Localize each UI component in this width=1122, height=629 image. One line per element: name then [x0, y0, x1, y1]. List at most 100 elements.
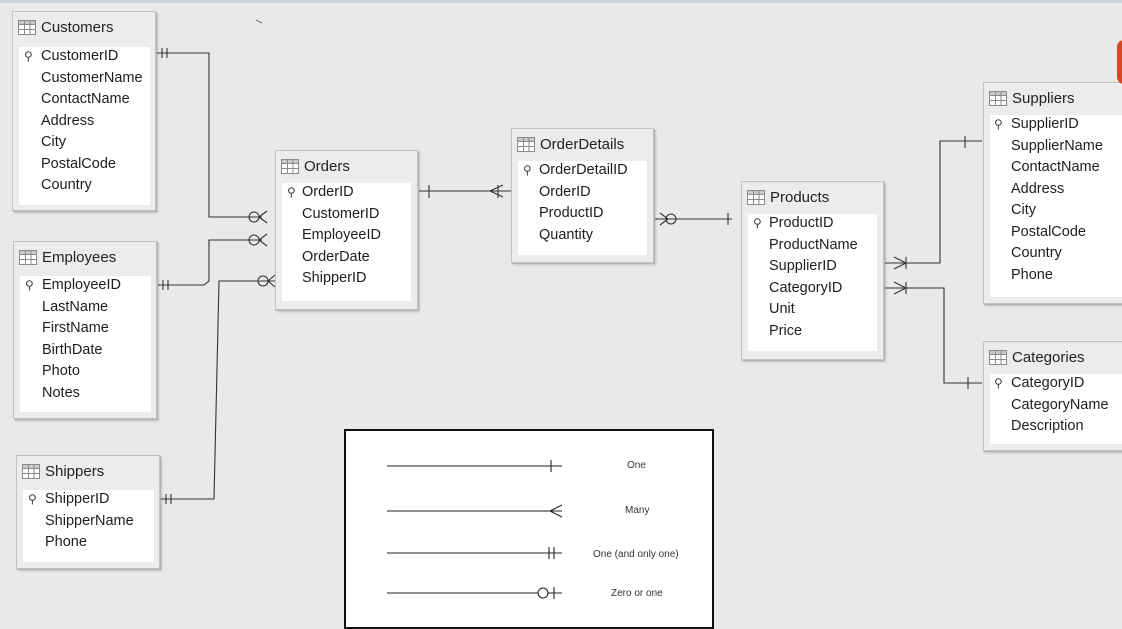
one-symbol	[387, 460, 562, 472]
table-orders[interactable]: Orders ⚲ OrderID CustomerID EmployeeID O…	[275, 150, 418, 310]
legend-label-many: Many	[625, 505, 650, 516]
field-list: ⚲ ShipperID ShipperName Phone	[23, 490, 154, 562]
table-title: Categories	[1012, 348, 1085, 366]
legend-label-zero-or-one: Zero or one	[611, 588, 663, 599]
primary-key-icon: ⚲	[24, 49, 33, 63]
field: ProductName	[769, 237, 858, 253]
field: Price	[769, 323, 803, 339]
table-icon	[22, 463, 40, 479]
field: ShipperID	[302, 270, 367, 286]
table-title: Orders	[304, 157, 350, 175]
table-title: Suppliers	[1012, 89, 1075, 107]
relation-employees-orders	[156, 233, 268, 290]
field: ContactName	[41, 91, 130, 107]
table-icon	[517, 136, 535, 152]
field: OrderID	[302, 184, 354, 200]
legend-label-one: One	[627, 460, 646, 471]
primary-key-icon: ⚲	[994, 117, 1003, 131]
field: CategoryID	[769, 280, 843, 296]
field: OrderDate	[302, 249, 370, 265]
legend-symbols	[387, 460, 563, 599]
field: ShipperID	[45, 491, 110, 507]
table-products[interactable]: Products ⚲ ProductID ProductName Supplie…	[741, 181, 884, 360]
field: ProductID	[769, 215, 834, 231]
table-shippers[interactable]: Shippers ⚲ ShipperID ShipperName Phone	[16, 455, 160, 569]
field: BirthDate	[42, 342, 103, 358]
primary-key-icon: ⚲	[523, 163, 532, 177]
cardinality-legend: One Many One (and only one) Zero or one	[344, 429, 714, 629]
table-header: Customers	[13, 12, 155, 42]
table-header: Shippers	[17, 456, 159, 486]
field-list: ⚲ CategoryID CategoryName Description	[990, 374, 1122, 444]
field: Unit	[769, 301, 795, 317]
table-header: OrderDetails	[512, 129, 653, 159]
field: SupplierID	[769, 258, 837, 274]
field: SupplierID	[1011, 116, 1079, 132]
relation-orders-orderdetails	[417, 184, 512, 198]
field: City	[41, 134, 66, 150]
table-header: Suppliers	[984, 83, 1122, 113]
field: CategoryName	[1011, 397, 1109, 413]
field-list: ⚲ OrderDetailID OrderID ProductID Quanti…	[518, 161, 647, 255]
relationship-lines	[155, 19, 982, 504]
field-list: ⚲ SupplierID SupplierName ContactName Ad…	[990, 115, 1122, 297]
table-icon	[989, 349, 1007, 365]
one-and-only-one-symbol	[387, 547, 562, 559]
table-header: Products	[742, 182, 883, 212]
many-symbol	[387, 504, 563, 518]
table-title: Shippers	[45, 462, 105, 480]
field-list: ⚲ OrderID CustomerID EmployeeID OrderDat…	[282, 183, 411, 301]
table-icon	[747, 189, 765, 205]
field: ContactName	[1011, 159, 1100, 175]
table-icon	[281, 158, 299, 174]
table-header: Orders	[276, 151, 417, 181]
field-list: ⚲ EmployeeID LastName FirstName BirthDat…	[20, 276, 151, 412]
relation-shippers-orders	[159, 274, 276, 504]
field: LastName	[42, 299, 109, 315]
field: PostalCode	[41, 156, 116, 172]
primary-key-icon: ⚲	[753, 216, 762, 230]
field: CustomerID	[302, 206, 380, 222]
table-title: Customers	[41, 18, 114, 36]
table-title: Products	[770, 188, 830, 206]
relation-products-suppliers	[883, 136, 982, 270]
field: PostalCode	[1011, 224, 1086, 240]
field: ProductID	[539, 205, 604, 221]
table-suppliers[interactable]: Suppliers ⚲ SupplierID SupplierName Cont…	[983, 82, 1122, 304]
relation-products-categories	[883, 281, 982, 389]
table-header: Employees	[14, 242, 156, 272]
table-icon	[989, 90, 1007, 106]
field: Notes	[42, 385, 80, 401]
field: CustomerName	[41, 70, 143, 86]
table-title: Employees	[42, 248, 117, 266]
field: Quantity	[539, 227, 593, 243]
table-icon	[18, 19, 36, 35]
window-top-border	[0, 0, 1122, 3]
field: City	[1011, 202, 1036, 218]
primary-key-icon: ⚲	[25, 278, 34, 292]
field: OrderDetailID	[539, 162, 628, 178]
field: Description	[1011, 418, 1084, 434]
primary-key-icon: ⚲	[994, 376, 1003, 390]
primary-key-icon: ⚲	[28, 492, 37, 506]
zero-or-one-symbol	[387, 587, 562, 599]
field: Phone	[1011, 267, 1053, 283]
field: Country	[1011, 245, 1062, 261]
accent-button-edge[interactable]	[1117, 40, 1122, 84]
field: CustomerID	[41, 48, 119, 64]
field: FirstName	[42, 320, 109, 336]
legend-label-one-and-only-one: One (and only one)	[593, 549, 679, 560]
relation-orderdetails-products	[653, 212, 732, 226]
table-orderdetails[interactable]: OrderDetails ⚲ OrderDetailID OrderID Pro…	[511, 128, 654, 263]
table-customers[interactable]: Customers ⚲ CustomerID CustomerName Cont…	[12, 11, 156, 211]
field: Address	[1011, 181, 1065, 197]
field: Phone	[45, 534, 87, 550]
field: EmployeeID	[42, 277, 121, 293]
table-employees[interactable]: Employees ⚲ EmployeeID LastName FirstNam…	[13, 241, 157, 419]
table-header: Categories	[984, 342, 1122, 372]
table-icon	[19, 249, 37, 265]
table-title: OrderDetails	[540, 135, 625, 153]
field-list: ⚲ ProductID ProductName SupplierID Categ…	[748, 214, 877, 351]
field: CategoryID	[1011, 375, 1085, 391]
table-categories[interactable]: Categories ⚲ CategoryID CategoryName Des…	[983, 341, 1122, 451]
